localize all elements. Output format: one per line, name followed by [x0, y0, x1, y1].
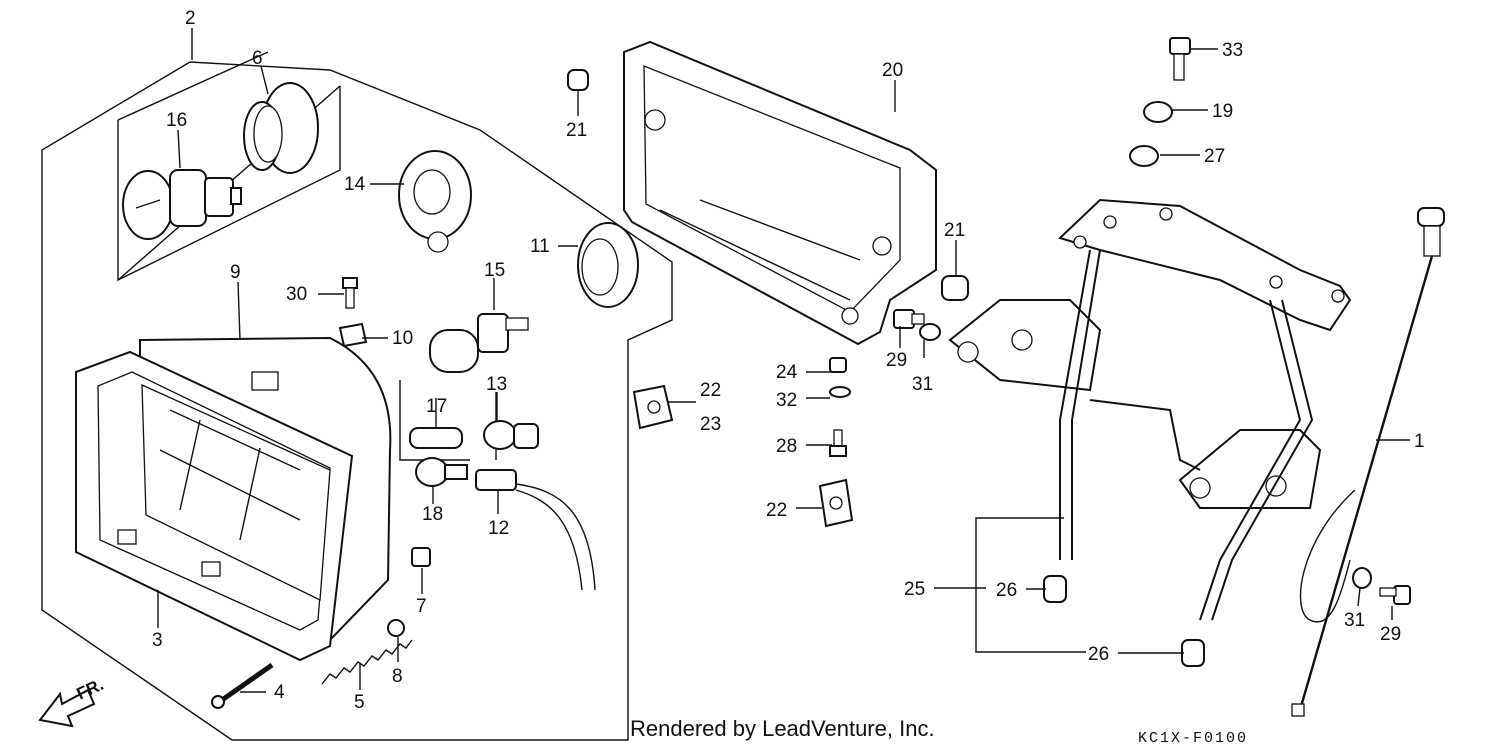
callout-22-lower: 22 — [766, 500, 787, 521]
callout-23: 23 — [700, 414, 721, 435]
dust-cover-14-part — [398, 150, 472, 253]
callout-26-upper: 26 — [996, 580, 1017, 601]
bulb-16-part — [122, 169, 242, 240]
bulb-box — [117, 51, 341, 282]
callout-10: 10 — [392, 328, 413, 349]
callout-24: 24 — [776, 362, 798, 383]
bushings-21 — [567, 69, 969, 301]
assembly-outline — [41, 61, 673, 741]
headlight-stay-part — [948, 198, 1352, 621]
front-arrow-icon: FR. — [38, 675, 107, 728]
callout-28: 28 — [776, 436, 797, 457]
callout-18: 18 — [422, 504, 443, 525]
callout-17: 17 — [426, 396, 447, 417]
callout-29-center: 29 — [886, 350, 907, 371]
grommets-26 — [1043, 567, 1411, 667]
callout-4: 4 — [274, 682, 285, 703]
callout-29-right: 29 — [1380, 624, 1401, 645]
callout-12: 12 — [488, 518, 509, 539]
footer-credit: Rendered by LeadVenture, Inc. — [630, 716, 935, 741]
callout-13: 13 — [486, 374, 507, 395]
callout-31-center: 31 — [912, 374, 933, 395]
callout-27: 27 — [1204, 146, 1225, 167]
callout-25: 25 — [904, 579, 925, 600]
callout-32: 32 — [776, 390, 797, 411]
top-right-fasteners — [1129, 37, 1191, 167]
callout-7: 7 — [416, 596, 427, 617]
callout-2: 2 — [185, 8, 196, 29]
callout-labels: 2 6 16 14 9 30 10 15 17 13 18 12 7 8 3 4… — [152, 8, 1425, 713]
callout-3: 3 — [152, 630, 163, 651]
diagram-code: KC1X-F0100 — [1138, 730, 1249, 747]
bolt-washer-center — [893, 309, 941, 341]
headlight-unit-9-part — [75, 336, 392, 662]
callout-8: 8 — [392, 666, 403, 687]
small-fasteners — [338, 277, 431, 637]
callout-6: 6 — [252, 48, 263, 69]
callout-26-lower: 26 — [1088, 644, 1109, 665]
callout-14: 14 — [344, 174, 366, 195]
callout-19: 19 — [1212, 101, 1233, 122]
leader-lines — [157, 28, 1410, 693]
ring-11-part — [577, 222, 639, 308]
callout-16: 16 — [166, 110, 187, 131]
callout-21-right: 21 — [944, 220, 965, 241]
callout-9: 9 — [230, 262, 241, 283]
callout-11: 11 — [530, 236, 550, 257]
callout-22-upper: 22 — [700, 380, 721, 401]
headlight-case-20-part — [623, 40, 937, 346]
callout-5: 5 — [354, 692, 365, 713]
clips-and-bolts — [632, 357, 854, 528]
choke-cable-1-part — [1291, 207, 1445, 717]
callout-31-right: 31 — [1344, 610, 1365, 631]
callout-33: 33 — [1222, 40, 1243, 61]
callout-1: 1 — [1414, 431, 1425, 452]
callout-21-top: 21 — [566, 120, 587, 141]
bulbs-group — [399, 313, 596, 591]
socket-ring-6-part — [243, 82, 319, 174]
callout-30: 30 — [286, 284, 307, 305]
callout-15: 15 — [484, 260, 505, 281]
callout-20: 20 — [882, 60, 903, 81]
